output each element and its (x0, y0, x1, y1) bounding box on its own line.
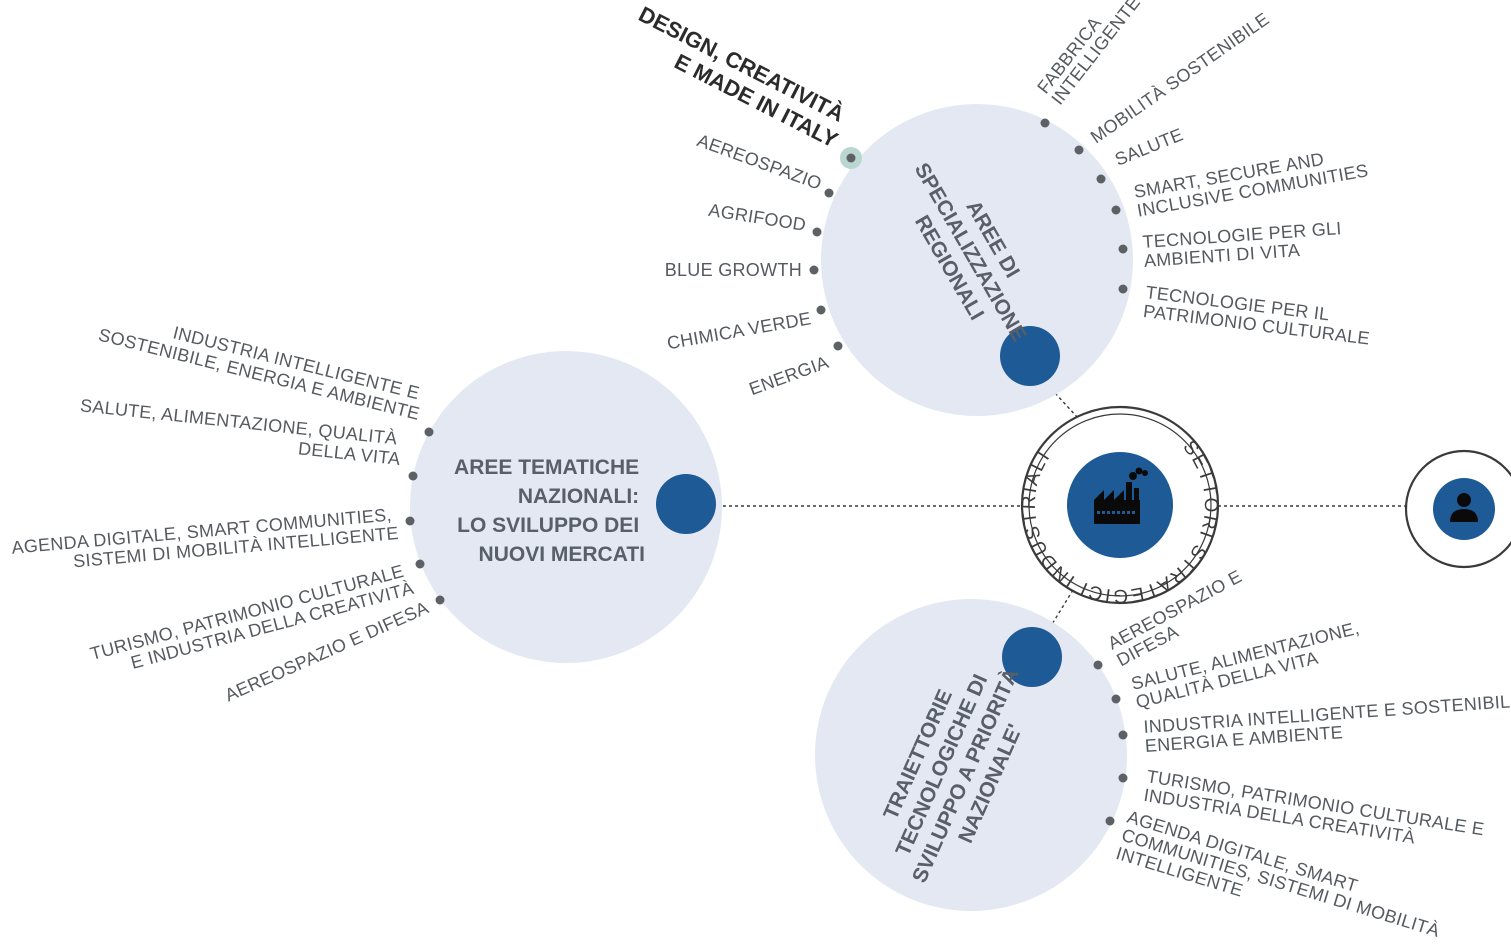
bullet-dot (1118, 244, 1128, 254)
featured-line: DESIGN, CREATIVITÀ (635, 1, 849, 126)
regionali-right-item: FABBRICA INTELLIGENTE (1033, 0, 1144, 108)
regionali-left-item: BLUE GROWTH (665, 260, 802, 280)
traiettorie-item: INDUSTRIA INTELLIGENTE E SOSTENIBILE, EN… (1143, 690, 1511, 756)
person-icon (1450, 493, 1478, 522)
hub-traiettorie: TRAIETTORIE TECNOLOGICHE DI SVILUPPO A P… (815, 566, 1511, 941)
factory-icon (1094, 467, 1148, 524)
center-inner-ring (1028, 413, 1212, 597)
bullet-dot (1074, 145, 1084, 155)
regionali-right-item: TECNOLOGIE PER GLI AMBIENTI DI VITA (1142, 218, 1349, 271)
node-regionali[interactable] (1000, 326, 1060, 386)
bullet-dot (833, 341, 843, 351)
regionali-right-item: TECNOLOGIE PER IL PATRIMONIO CULTURALE (1142, 282, 1373, 348)
bubble-nazionali (410, 351, 722, 663)
bullet-dot (1111, 205, 1121, 215)
bullet-dot (812, 227, 822, 237)
bullet-dot (1105, 816, 1115, 826)
featured-label: DESIGN, CREATIVITÀ E MADE IN ITALY (623, 1, 854, 152)
bubble-regionali (821, 104, 1133, 416)
bullet-dot (1093, 660, 1103, 670)
hub-nazionali: AREE TEMATICHE NAZIONALI: LO SVILUPPO DE… (11, 323, 722, 705)
bullet-dot (1096, 174, 1106, 184)
bullet-dot (1118, 284, 1128, 294)
bullet-dot (435, 595, 445, 605)
bullet-dot (809, 265, 819, 275)
hub-nazionali-title: AREE TEMATICHE NAZIONALI: LO SVILUPPO DE… (454, 456, 645, 566)
hub-title-line: LO SVILUPPO DEI (457, 514, 639, 537)
regionali-left-item: CHIMICA VERDE (666, 308, 813, 353)
nazionali-item: AGENDA DIGITALE, SMART COMMUNITIES, SIST… (11, 504, 400, 577)
item-line: SALUTE (1112, 124, 1186, 169)
bullet-dot (1118, 730, 1128, 740)
nazionali-item: TURISMO, PATRIMONIO CULTURALE E INDUSTRI… (88, 560, 416, 683)
regionali-right-item: SALUTE (1112, 124, 1186, 169)
bullet-dot (405, 516, 415, 526)
node-nazionali[interactable] (656, 474, 716, 534)
hub-title-line: AREE TEMATICHE (454, 456, 639, 479)
bullet-dot (408, 471, 418, 481)
bullet-dot (424, 427, 434, 437)
hub-regionali: AREE DI SPECIALIZZAZIONE REGIONALI DESIG… (623, 0, 1373, 416)
bullet-dot (1118, 773, 1128, 783)
bullet-dot (415, 559, 425, 569)
hub-title-line: NUOVI MERCATI (479, 543, 645, 566)
hub-title-line: NAZIONALI: (518, 485, 639, 508)
bullet-dot (1111, 694, 1121, 704)
featured-dot (846, 153, 856, 163)
bullet-dot (824, 188, 834, 198)
regionali-left-item: ENERGIA (746, 352, 831, 399)
regionali-right-item: SMART, SECURE AND INCLUSIVE COMMUNITIES (1132, 142, 1370, 221)
bullet-dot (1040, 118, 1050, 128)
node-traiettorie[interactable] (1002, 627, 1062, 687)
regionali-left-item: AEREOSPAZIO (695, 130, 825, 194)
center-hub: SETTORI STRATEGICI INDUSTRIALI (1019, 405, 1220, 606)
right-node (1404, 449, 1511, 569)
regionali-left-item: AGRIFOOD (707, 200, 807, 235)
bullet-dot (816, 305, 826, 315)
